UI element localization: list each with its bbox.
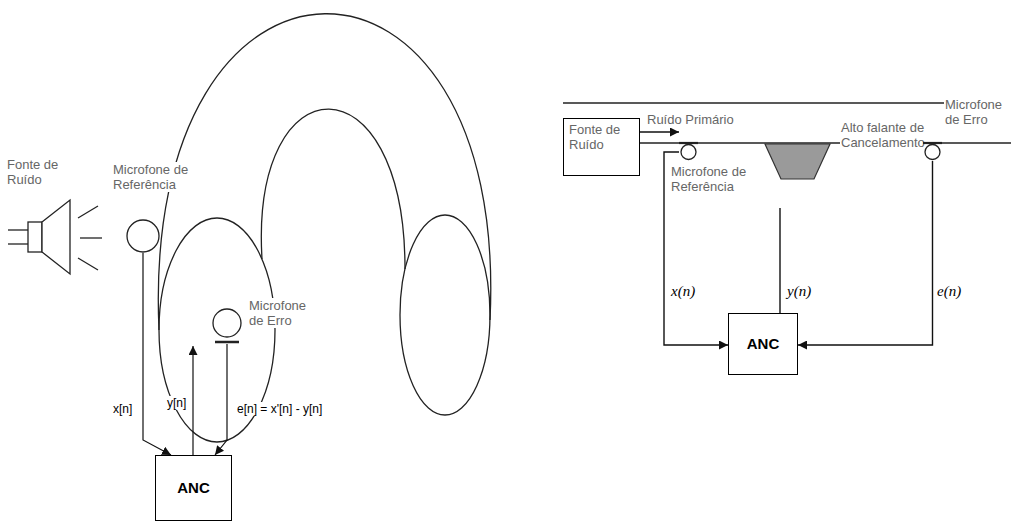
speaker-cone [42,200,70,274]
speaker-signal-arrow [192,346,193,455]
speaker-cone [765,144,830,179]
part-label: Alto falante de Cancelamento [840,120,934,150]
error-microphone: Microfone de Erro [212,308,242,344]
controller-label: ANC [177,479,210,497]
noise-speaker-symbol [8,198,72,276]
signal-connector [640,131,679,132]
signal-label: x[n] [112,402,133,416]
part-label: Microfone de Referência [112,162,194,192]
part-label: Fonte de Ruído [6,157,66,187]
controller-label: ANC [747,335,780,353]
microphone-circle [127,220,159,252]
signal-connector [143,253,171,455]
signal-label: e[n] = x'[n] - y[n] [236,402,323,416]
signal-connector [798,161,933,345]
signal-label: x(n) [670,283,696,300]
cancelling-speaker: Alto falante de Cancelamento [762,143,836,208]
signal-connector [779,208,780,313]
microphone-circle [213,309,241,337]
speaker-wire [8,243,28,244]
speaker-wire [8,229,28,230]
error-microphone-symbol [923,128,942,161]
microphone-bar [923,142,942,144]
noise-speaker: Fonte de Ruído [8,198,72,276]
signal-label: y(n) [786,283,812,300]
reference-microphone-symbol [126,219,160,253]
sound-wave [78,206,98,218]
anc-controller: ANC [155,455,232,521]
noise-source-box: Fonte de Ruído [563,118,640,176]
anc-controller: ANC [728,313,798,375]
signal-label: e(n) [936,283,962,300]
headband-outer [158,14,490,330]
sound-wave [80,237,102,238]
signal-label: Ruído Primário [646,112,735,127]
headband-inner [261,109,405,269]
reference-microphone: Microfone de Referência [126,219,160,253]
microphone-base [215,341,239,344]
sound-wave [78,258,98,270]
part-label: Microfone de Erro [944,97,1011,127]
error-microphone-symbol [212,308,242,344]
cancelling-speaker-symbol [762,143,836,208]
signal-connector [215,344,227,455]
right-ear-cup [400,215,490,415]
box-label: Fonte de Ruído [569,122,634,152]
microphone-circle [925,145,940,160]
error-microphone: Microfone de Erro [923,128,942,161]
reference-microphone: Microfone de Referência [679,128,698,161]
signal-label: y[n] [166,396,187,410]
speaker-magnet [28,222,42,252]
part-label: Microfone de Referência [670,164,752,194]
microphone-circle [681,145,696,160]
microphone-bar [679,142,698,144]
reference-microphone-symbol [679,128,698,161]
part-label: Microfone de Erro [248,298,315,328]
